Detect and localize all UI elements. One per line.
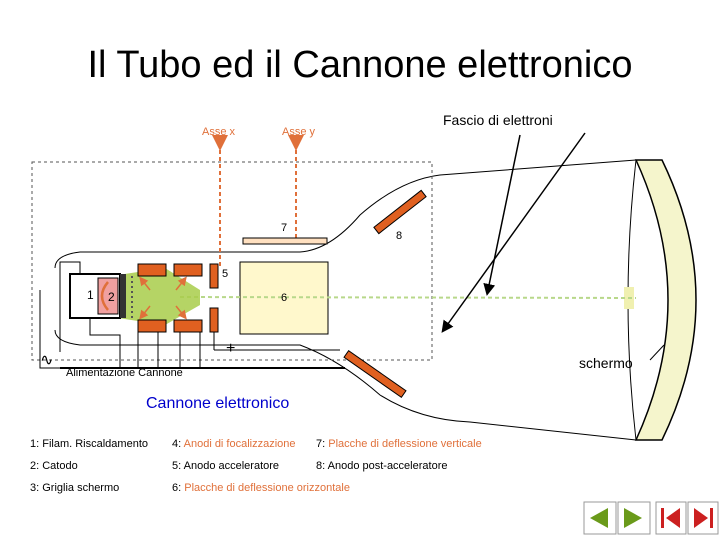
label-plus: + <box>226 340 236 357</box>
filament <box>100 281 109 311</box>
anode-5-top <box>209 263 219 289</box>
wire-2 <box>89 318 121 368</box>
label-schermo: schermo <box>579 355 633 371</box>
screen <box>634 159 697 441</box>
cathode <box>97 277 119 315</box>
anode-8-top <box>373 189 427 235</box>
anode-4a-bottom <box>137 319 167 333</box>
label-ac: ∿ <box>40 352 54 369</box>
gun-glow <box>118 268 200 325</box>
fascio-pointer <box>483 134 521 296</box>
schermo-pointer <box>649 344 665 361</box>
legend-4: 4: Anodi di focalizzazione <box>172 438 296 450</box>
page-title: Il Tubo ed il Cannone elettronico <box>87 44 633 86</box>
nav-first-button[interactable] <box>655 501 687 535</box>
nav-last-button[interactable] <box>687 501 719 535</box>
label-cannone: Cannone elettronico <box>146 395 290 412</box>
legend-6: 6: Placche di deflessione orizzontale <box>172 482 350 494</box>
anode-4a-top <box>137 263 167 277</box>
tube-envelope-bottom <box>54 329 637 441</box>
legend-8: 8: Anodo post-acceleratore <box>316 460 448 472</box>
back-icon <box>590 508 608 528</box>
num-5: 5 <box>222 268 229 280</box>
plate-7 <box>242 237 328 245</box>
beam <box>179 296 637 299</box>
fascio-pointer-2 <box>441 132 586 333</box>
first-icon <box>666 508 680 528</box>
anode-4b-top <box>173 263 203 277</box>
label-asse-x: Asse x <box>202 126 236 138</box>
num-2: 2 <box>108 290 115 304</box>
grid-3 <box>120 274 126 318</box>
label-fascio: Fascio di elettroni <box>443 112 553 128</box>
legend-5: 5: Anodo acceleratore <box>172 460 280 472</box>
num-8: 8 <box>396 230 403 242</box>
forward-icon <box>624 508 642 528</box>
label-asse-y: Asse y <box>282 126 316 138</box>
num-1: 1 <box>87 288 94 302</box>
last-icon <box>694 508 708 528</box>
num-6: 6 <box>281 292 288 304</box>
legend-1: 1: Filam. Riscaldamento <box>30 438 148 450</box>
anode-4b-bottom <box>173 319 203 333</box>
legend-7: 7: Placche di deflessione verticale <box>316 438 482 450</box>
wire-1 <box>59 261 81 352</box>
legend-3: 3: Griglia schermo <box>30 482 120 494</box>
label-alimentazione: Alimentazione Cannone <box>66 367 183 379</box>
num-7: 7 <box>281 222 288 234</box>
anode-5-bottom <box>209 307 219 333</box>
nav-back-button[interactable] <box>583 501 617 535</box>
legend-2: 2: Catodo <box>30 460 78 472</box>
anode-8-bottom <box>343 349 407 399</box>
nav-forward-button[interactable] <box>617 501 651 535</box>
gun-boundary <box>31 161 433 361</box>
tube-envelope <box>54 159 637 269</box>
